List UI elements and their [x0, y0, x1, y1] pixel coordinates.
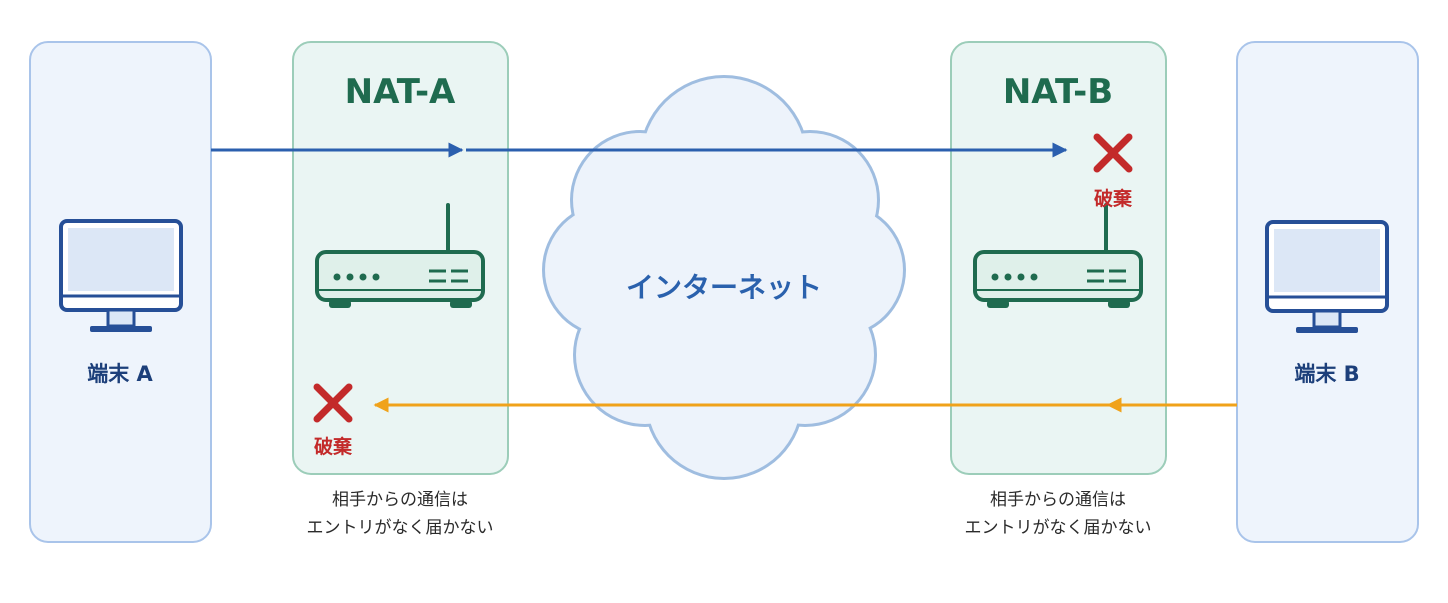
- note-nat-a-line1: 相手からの通信は: [332, 490, 468, 510]
- monitor-icon-terminal-a: [59, 219, 183, 332]
- nat-b-title: NAT-B: [1002, 72, 1114, 112]
- terminal-a-label: 端末 A: [87, 362, 153, 386]
- terminal-b-label: 端末 B: [1294, 362, 1360, 386]
- discard-x-icon-nat-b: [1093, 133, 1133, 173]
- internet-label: インターネット: [625, 271, 822, 304]
- note-nat-a: 相手からの通信は エントリがなく届かない: [250, 486, 550, 542]
- router-icon-nat-a: [315, 203, 485, 308]
- note-nat-b-line2: エントリがなく届かない: [964, 518, 1152, 538]
- discard-label-nat-a: 破棄: [313, 436, 352, 458]
- nat-a-title: NAT-A: [344, 72, 456, 112]
- discard-x-icon-nat-a: [313, 383, 353, 423]
- cloud-icon: [542, 75, 906, 480]
- note-nat-b: 相手からの通信は エントリがなく届かない: [908, 486, 1208, 542]
- router-icon-nat-b: [973, 203, 1143, 308]
- note-nat-b-line1: 相手からの通信は: [990, 490, 1126, 510]
- discard-label-nat-b: 破棄: [1093, 188, 1132, 210]
- monitor-icon-terminal-b: [1265, 220, 1389, 333]
- note-nat-a-line2: エントリがなく届かない: [306, 518, 494, 538]
